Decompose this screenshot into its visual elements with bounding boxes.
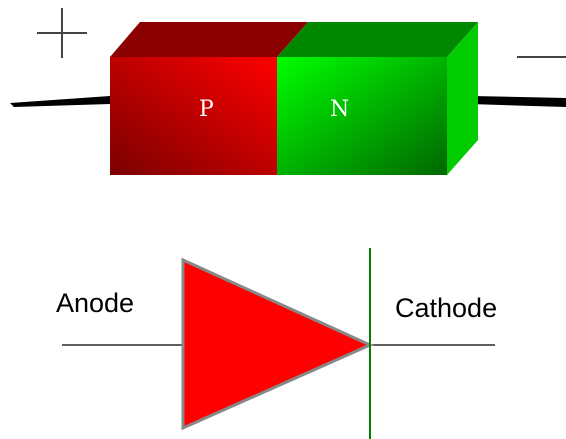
cathode-lead: [470, 96, 566, 107]
p-region: [110, 57, 277, 175]
cathode-label: Cathode: [395, 293, 497, 323]
diode-triangle: [181, 257, 374, 431]
n-region-side-face: [447, 22, 478, 175]
pn-junction-block: P N: [10, 8, 566, 175]
positive-terminal-sign: [37, 8, 87, 58]
n-region-label: N: [330, 97, 349, 122]
n-region-top-face: [277, 22, 478, 57]
diode-schematic-symbol: Anode Cathode: [56, 248, 497, 439]
anode-label: Anode: [56, 288, 134, 318]
anode-lead: [10, 96, 110, 107]
p-region-top-face: [110, 22, 308, 57]
n-region: [277, 57, 447, 175]
p-region-label: P: [199, 97, 214, 122]
